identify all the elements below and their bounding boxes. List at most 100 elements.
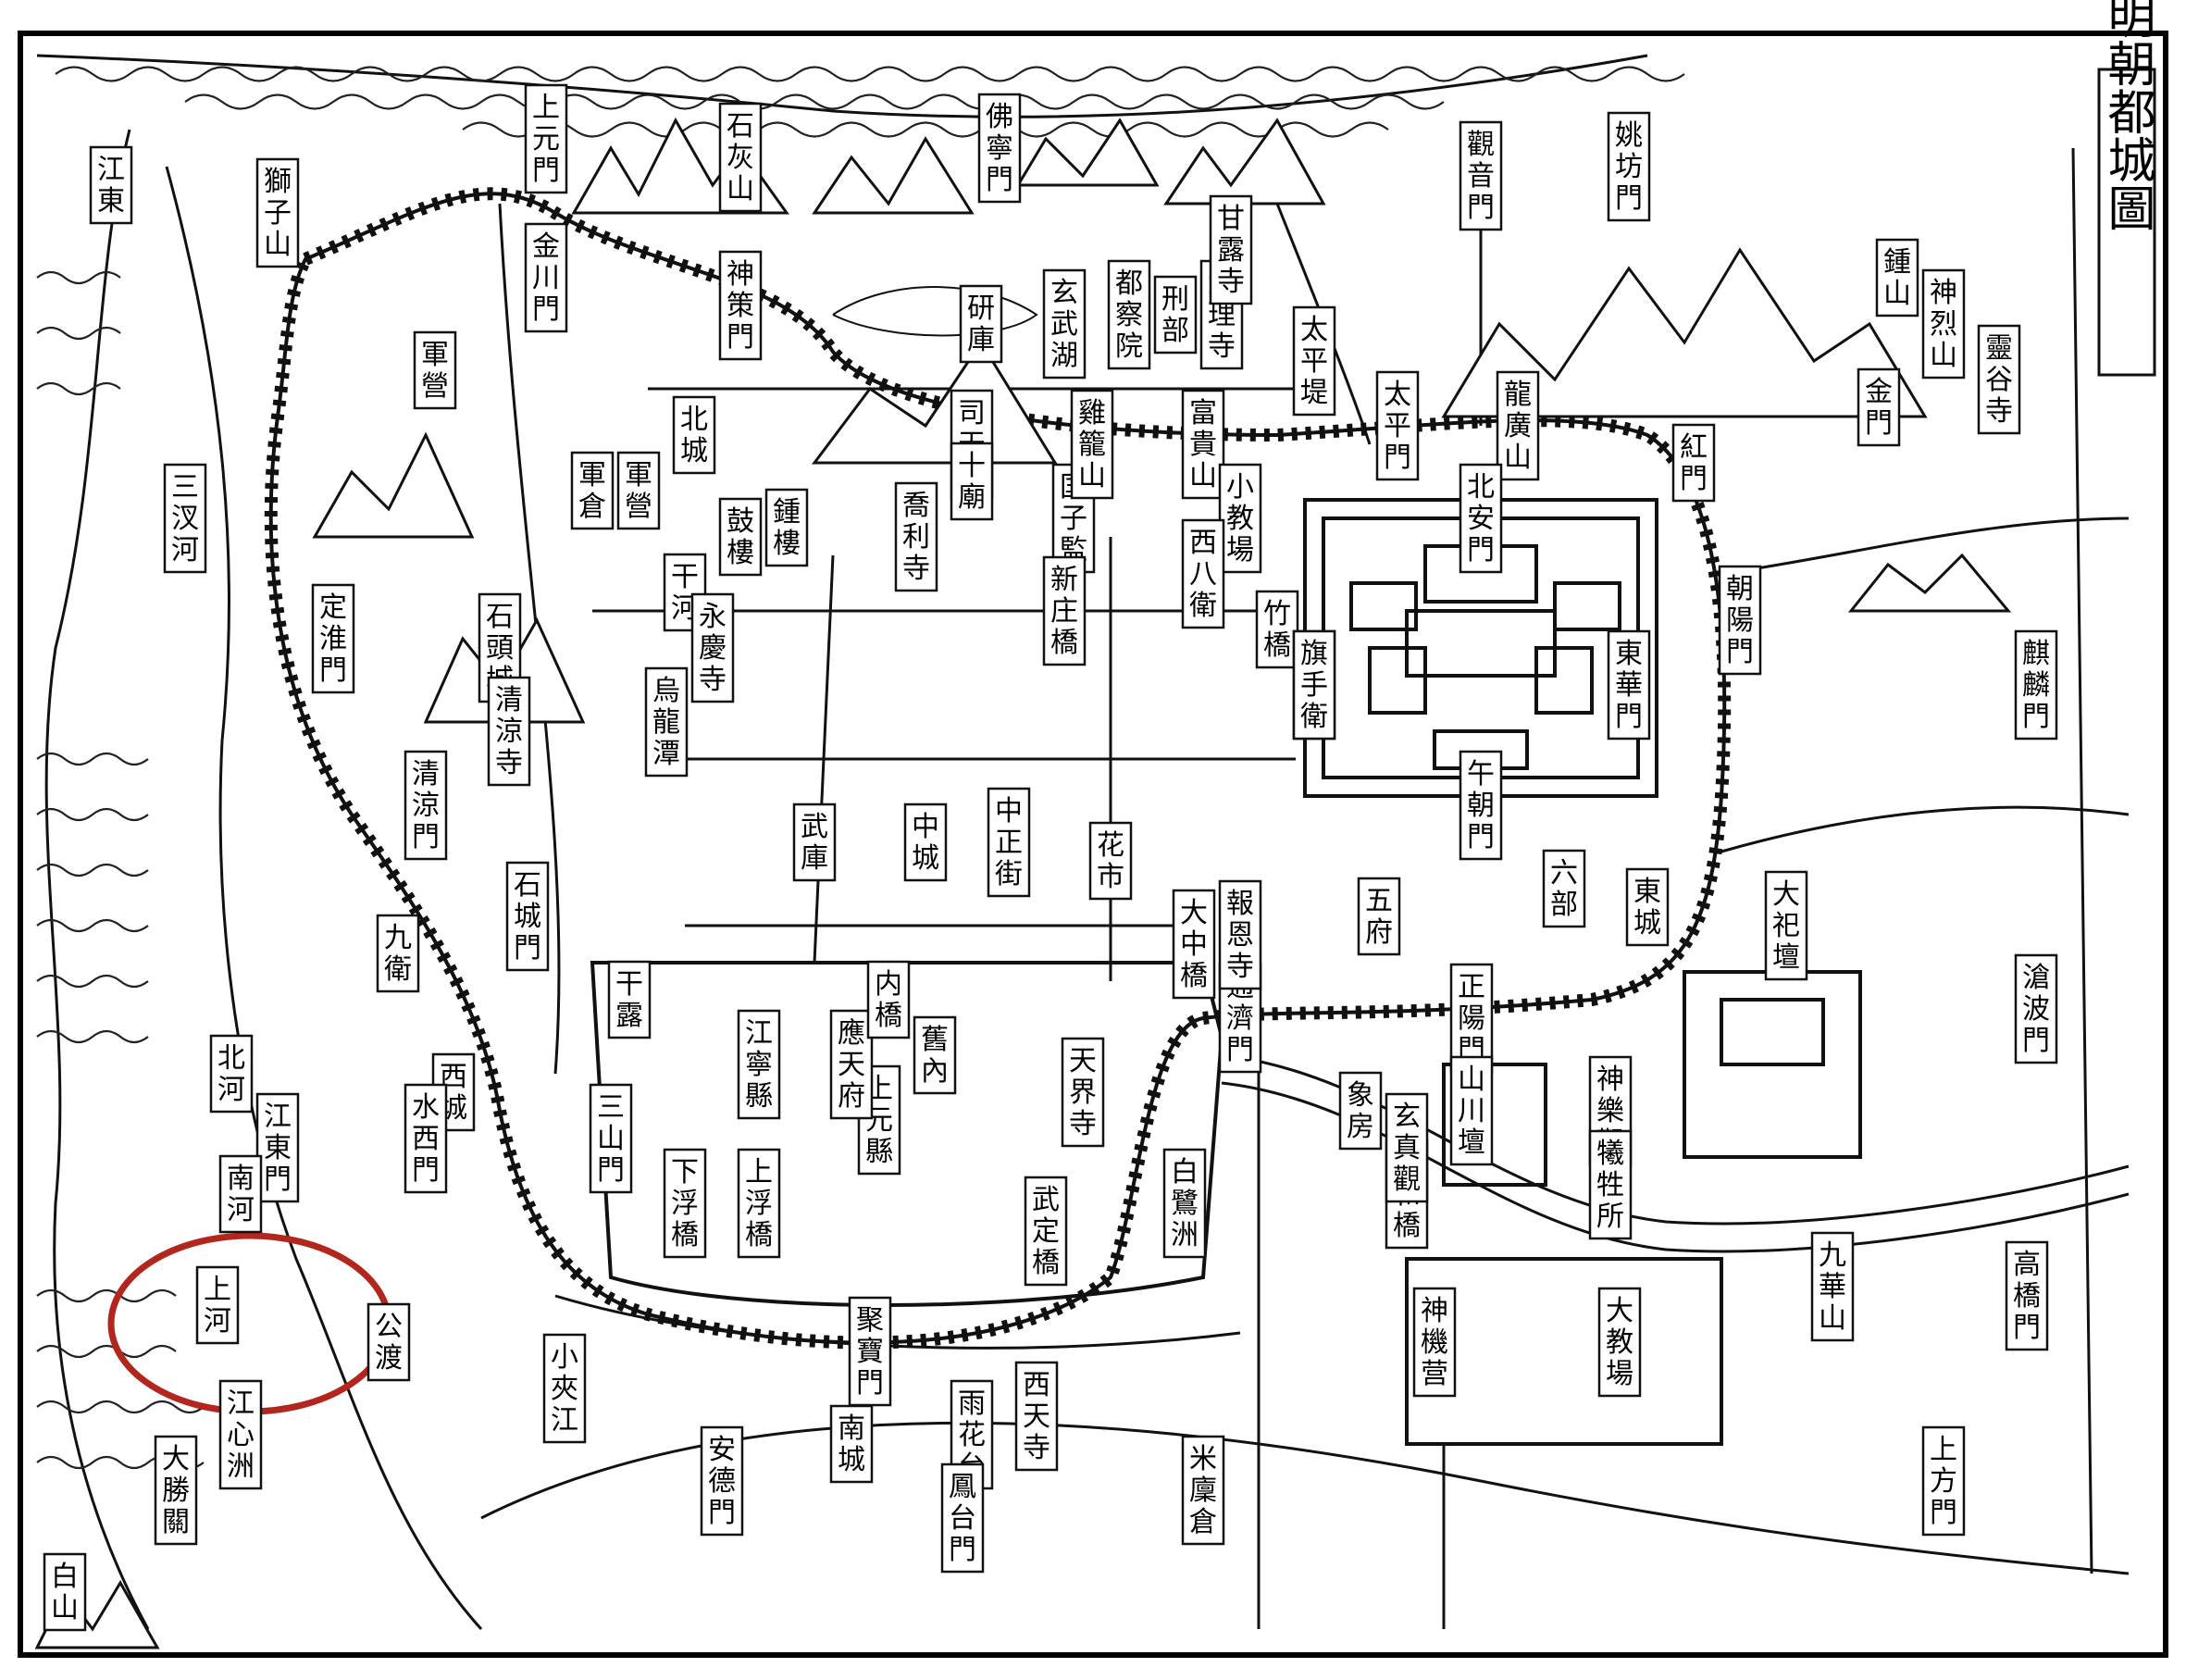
label-text: 南城 xyxy=(838,1412,865,1476)
label-text: 武定橋 xyxy=(1032,1184,1060,1279)
place-label-dashengguan: 大勝關 xyxy=(154,1435,198,1546)
place-label-wuding-qiao: 武定橋 xyxy=(1024,1176,1068,1287)
label-text: 中城 xyxy=(912,811,939,875)
place-label-gulou: 鼓樓 xyxy=(718,497,763,577)
place-label-taiping-men: 太平門 xyxy=(1375,370,1420,481)
label-box xyxy=(1218,463,1262,574)
label-box xyxy=(43,1552,87,1632)
place-label-qiaoli-si: 喬利寺 xyxy=(894,481,938,592)
place-label-xiangfang: 象房 xyxy=(1338,1071,1383,1151)
label-text: 北河 xyxy=(217,1042,245,1106)
label-text: 大祀壇 xyxy=(1772,878,1800,974)
label-text: 軍倉 xyxy=(578,459,606,523)
place-label-shanchuan-tan: 山川壇 xyxy=(1449,1055,1494,1166)
label-box xyxy=(1459,750,1503,861)
label-text: 北安門 xyxy=(1467,471,1495,566)
label-box xyxy=(1977,324,2021,435)
label-box xyxy=(829,1009,874,1120)
label-box xyxy=(1459,120,1503,231)
label-text: 靈谷寺 xyxy=(1985,332,2013,428)
label-text: 白鷺洲 xyxy=(1171,1156,1199,1251)
label-text: 神烈山 xyxy=(1930,277,1957,372)
place-label-yongqing-si: 永慶寺 xyxy=(690,592,735,703)
label-text: 旗手衛 xyxy=(1300,638,1328,733)
place-label-wulong-tan: 烏龍潭 xyxy=(644,666,689,778)
place-label-dashejitan: 大祀壇 xyxy=(1764,870,1808,981)
mountains xyxy=(34,117,2012,1649)
place-label-zhongshan: 鍾山 xyxy=(1875,238,1919,317)
place-label-shisan: 獅子山 xyxy=(255,157,300,268)
label-box xyxy=(505,861,550,972)
label-box xyxy=(1607,629,1651,740)
place-label-gaoqiao-men: 高橋門 xyxy=(2005,1240,2049,1351)
label-box xyxy=(1875,238,1919,317)
label-text: 武庫 xyxy=(801,811,828,875)
label-text: 午朝門 xyxy=(1467,758,1495,853)
label-box xyxy=(903,803,948,882)
label-text: 北城 xyxy=(680,404,708,467)
label-box xyxy=(1181,389,1225,500)
label-text: 内橋 xyxy=(875,968,902,1032)
label-box xyxy=(718,497,763,577)
label-text: 六部 xyxy=(1550,857,1578,921)
label-text: 佛寧門 xyxy=(986,101,1013,196)
label-text: 紅門 xyxy=(1680,431,1708,495)
place-label-beihe: 北河 xyxy=(209,1034,254,1114)
label-box xyxy=(376,914,420,993)
label-box xyxy=(1070,389,1114,500)
place-label-zhonglou2: 米廩倉 xyxy=(1181,1435,1225,1546)
label-box xyxy=(644,666,689,778)
label-box xyxy=(2014,629,2058,740)
label-box xyxy=(866,960,911,1039)
label-text: 玄真觀 xyxy=(1393,1101,1421,1196)
label-box xyxy=(1042,555,1087,666)
label-text: 南河 xyxy=(227,1163,255,1226)
label-box xyxy=(524,83,568,194)
label-text: 九衛 xyxy=(384,922,412,986)
inner-city-wall xyxy=(590,961,1224,1307)
label-text: 東城 xyxy=(1633,876,1661,940)
place-label-xiba-wei: 西八衛 xyxy=(1181,518,1225,629)
place-label-sanshan-men: 三山門 xyxy=(589,1083,633,1194)
label-text: 西八衛 xyxy=(1189,527,1217,622)
label-text: 天界寺 xyxy=(1069,1045,1097,1140)
label-text: 白山 xyxy=(51,1561,79,1624)
label-text: 清涼門 xyxy=(412,758,440,853)
place-label-liubu: 六部 xyxy=(1542,849,1586,928)
place-label-jiangxin: 江心洲 xyxy=(218,1379,263,1490)
label-text: 十廟 xyxy=(958,450,986,514)
label-box xyxy=(163,463,207,574)
label-box xyxy=(218,1154,263,1234)
place-label-nanhe: 南河 xyxy=(218,1154,263,1234)
label-text: 象房 xyxy=(1347,1079,1374,1143)
label-box xyxy=(311,583,355,694)
place-label-junying: 軍營 xyxy=(413,330,457,410)
place-label-nancheng: 南城 xyxy=(829,1404,874,1484)
label-box xyxy=(1921,268,1966,380)
label-box xyxy=(589,1083,633,1194)
label-box xyxy=(737,1009,781,1120)
label-box xyxy=(1255,590,1299,669)
place-label-neiqiao: 内橋 xyxy=(866,960,911,1039)
label-text: 小教場 xyxy=(1226,471,1254,566)
label-box xyxy=(542,1333,587,1444)
label-text: 竹橋 xyxy=(1263,598,1291,662)
label-text: 甘露寺 xyxy=(1217,203,1245,298)
label-text: 上元門 xyxy=(532,92,560,187)
place-label-shangyuan-men: 上元門 xyxy=(524,83,568,194)
label-box xyxy=(487,676,531,787)
place-label-shoushen: 天界寺 xyxy=(1061,1037,1105,1148)
label-text: 麒麟門 xyxy=(2022,638,2050,733)
label-box xyxy=(1718,565,1762,676)
label-box xyxy=(718,102,763,213)
label-text: 玄武湖 xyxy=(1050,277,1078,372)
label-text: 下浮橋 xyxy=(671,1156,699,1251)
label-box xyxy=(1338,1071,1383,1151)
place-label-shenlie-shan: 神烈山 xyxy=(1921,268,1966,380)
label-box xyxy=(690,592,735,703)
label-box xyxy=(366,1302,411,1382)
altar-compound xyxy=(1405,970,1862,1446)
place-label-jiangdong: 江東 xyxy=(89,145,133,225)
place-label-wuku: 武庫 xyxy=(792,803,837,882)
label-box xyxy=(1625,867,1670,947)
